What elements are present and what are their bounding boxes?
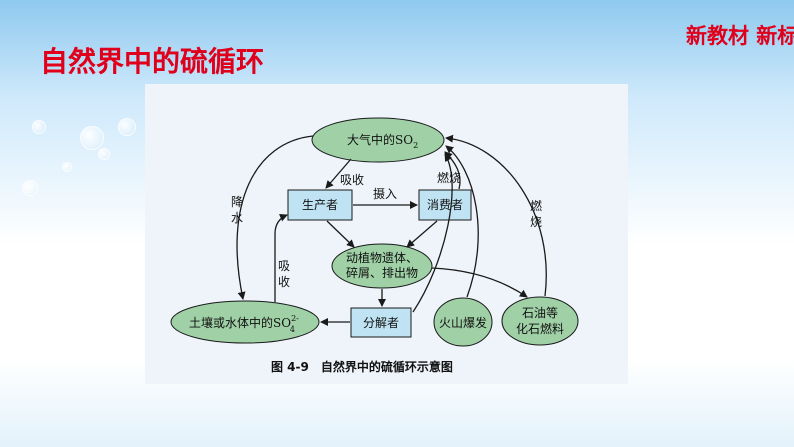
soil-so4-ellipse bbox=[170, 300, 320, 344]
edge-label-rain-2: 水 bbox=[231, 211, 243, 225]
volcano-label: 火山爆发 bbox=[439, 315, 487, 330]
producer-label: 生产者 bbox=[302, 198, 338, 212]
arrow-absorb-atmosphere-to-producer bbox=[325, 158, 352, 189]
producer-box bbox=[287, 189, 353, 221]
consumer-box bbox=[418, 189, 472, 221]
edge-label-burn-right-1: 燃 bbox=[530, 198, 542, 213]
decorative-bubble bbox=[22, 180, 38, 196]
arrow-volcano-to-atmosphere bbox=[445, 145, 479, 298]
remains-label-line2: 碎屑、排出物 bbox=[346, 265, 418, 280]
fossil-fuel-label-line1: 石油等 bbox=[522, 306, 558, 320]
arrow-absorb-soil-to-producer bbox=[274, 214, 288, 302]
corner-label: 新教材 新标准 bbox=[686, 24, 794, 48]
edge-label-absorb-left-2: 收 bbox=[278, 275, 290, 289]
decomposer-box bbox=[350, 307, 412, 338]
edge-label-burn-right-2: 烧 bbox=[530, 215, 542, 229]
atmosphere-so2-subscript: 2 bbox=[413, 141, 418, 150]
atmosphere-so2-label: 大气中的SO bbox=[347, 132, 413, 147]
volcano-ellipse bbox=[433, 297, 493, 347]
decorative-bubble bbox=[62, 162, 72, 172]
soil-so4-label: 土壤或水体中的SO bbox=[189, 315, 291, 330]
decorative-bubble bbox=[80, 126, 104, 150]
soil-so4-superscript: 2- bbox=[291, 314, 299, 323]
arrow-consumer-to-remains bbox=[406, 220, 438, 248]
remains-label-line1: 动植物遗体、 bbox=[346, 250, 418, 265]
slide-title: 自然界中的硫循环 bbox=[40, 45, 265, 78]
sulfur-cycle-diagram: 大气中的SO2 生产者 消费者 动植物遗体、 碎屑、排出物 分解者 土壤或水体中… bbox=[170, 117, 579, 374]
soil-so4-subscript: 4 bbox=[290, 325, 295, 334]
fossil-fuel-ellipse bbox=[501, 296, 579, 346]
decorative-bubble bbox=[98, 148, 110, 160]
arrow-remains-to-fossil-fuel bbox=[431, 267, 528, 298]
figure-caption: 图 4-9 自然界中的硫循环示意图 bbox=[271, 359, 453, 374]
decorative-bubble bbox=[32, 120, 46, 134]
edge-label-burn-consumer: 燃烧 bbox=[437, 170, 461, 185]
sulfur-cycle-figure: 大气中的SO2 生产者 消费者 动植物遗体、 碎屑、排出物 分解者 土壤或水体中… bbox=[145, 84, 628, 384]
arrow-decomposer-to-atmosphere bbox=[412, 153, 453, 313]
arrow-producer-to-remains bbox=[326, 220, 355, 248]
arrow-burn-consumer-to-atmosphere bbox=[444, 151, 461, 190]
arrow-rain-atmosphere-to-soil bbox=[236, 135, 314, 300]
fossil-fuel-label-line2: 化石燃料 bbox=[516, 321, 564, 336]
decomposer-label: 分解者 bbox=[363, 316, 399, 330]
svg-text:大气中的SO2: 大气中的SO2 bbox=[347, 132, 418, 150]
edge-label-absorb-top: 吸收 bbox=[340, 173, 364, 187]
edge-label-rain-1: 降 bbox=[231, 195, 243, 209]
arrow-burn-fossil-to-atmosphere bbox=[445, 134, 547, 297]
atmosphere-so2-ellipse bbox=[311, 117, 445, 163]
decorative-bubble bbox=[118, 118, 136, 136]
edge-label-ingest: 摄入 bbox=[373, 186, 397, 201]
remains-ellipse bbox=[331, 243, 433, 289]
svg-text:土壤或水体中的SO2-4: 土壤或水体中的SO2- 4 bbox=[189, 314, 299, 334]
edge-label-absorb-left-1: 吸 bbox=[278, 259, 290, 273]
consumer-label: 消费者 bbox=[427, 198, 463, 212]
